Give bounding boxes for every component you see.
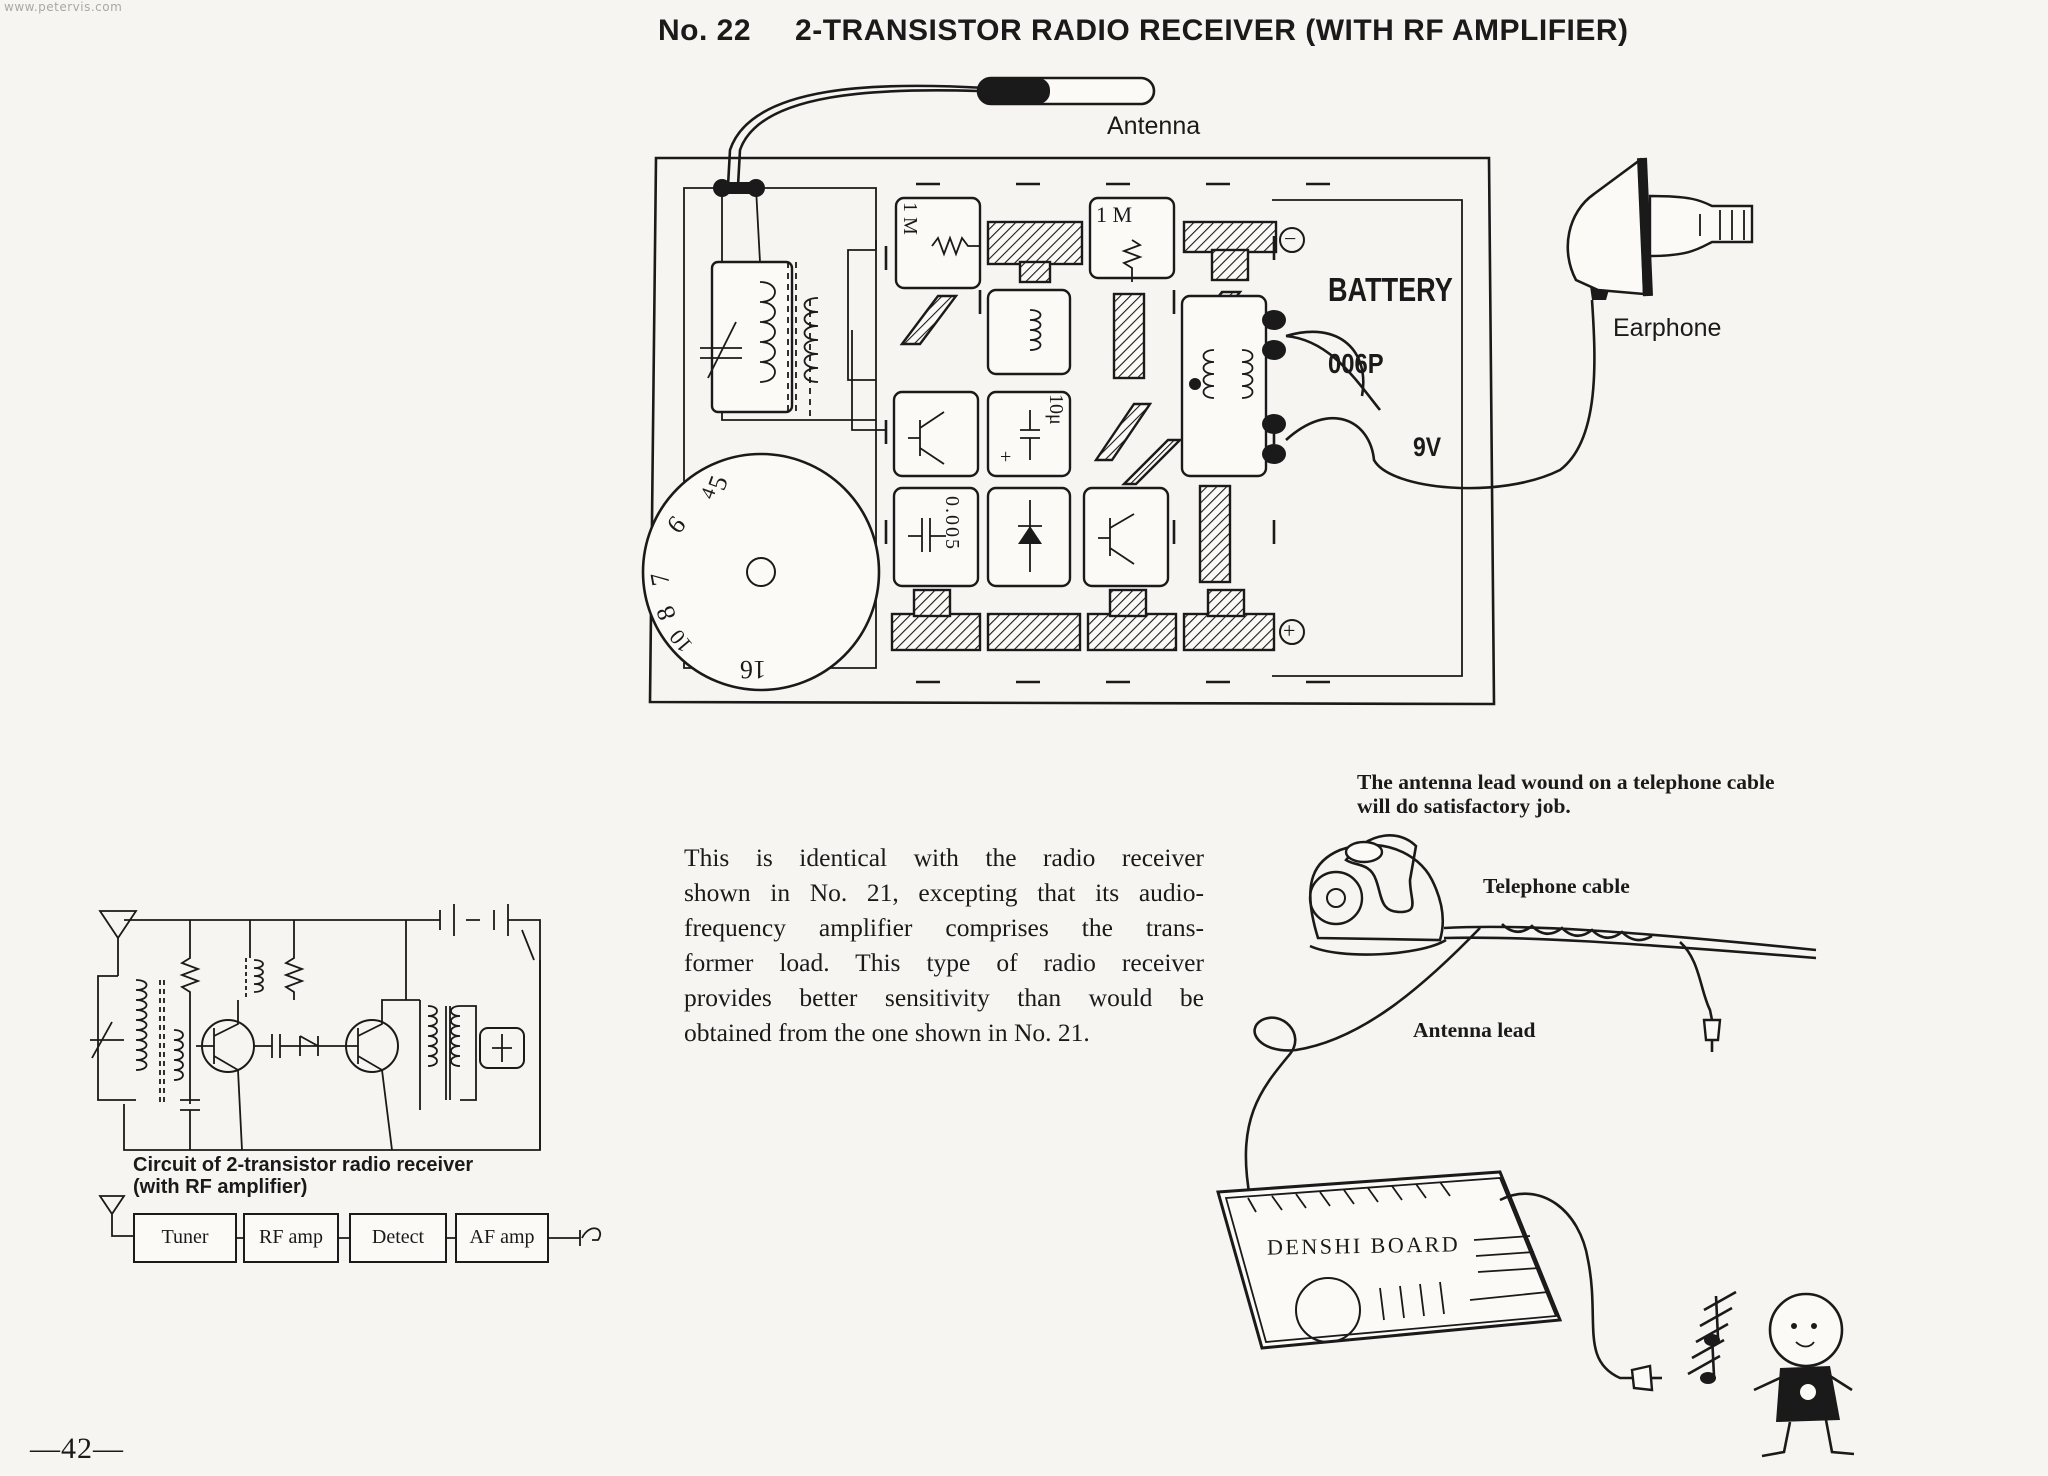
telephone-note: The antenna lead wound on a telephone ca…	[1357, 770, 1775, 818]
description-line: shown in No. 21, excepting that its audi…	[684, 878, 1204, 907]
earphone-illustration	[1566, 157, 1754, 300]
bottom-jumpers	[890, 588, 1276, 652]
capacitor-10u-value: 10μ	[1045, 394, 1067, 425]
battery-panel	[1272, 199, 1463, 677]
transformer	[1180, 294, 1268, 478]
transistor-2	[1082, 486, 1170, 588]
description-line: provides better sensitivity than would b…	[684, 983, 1204, 1012]
description-text: This is identical with the radio receive…	[684, 840, 1204, 1050]
telephone-note-line: The antenna lead wound on a telephone ca…	[1357, 770, 1775, 794]
capacitor-plus-sign: +	[1000, 446, 1012, 468]
tuning-dial	[641, 452, 881, 692]
block-detect: Detect	[371, 1226, 425, 1248]
description-line: obtained from the one shown in No. 21.	[684, 1018, 1090, 1047]
telephone-cable-label: Telephone cable	[1483, 874, 1630, 898]
battery-label: BATTERY	[1328, 271, 1453, 308]
coil-small	[986, 288, 1072, 376]
circuit-schematic	[90, 904, 601, 1263]
capacitor-0005	[892, 486, 980, 588]
cartoon-character	[1753, 1292, 1855, 1458]
denshi-board	[1216, 1170, 1563, 1350]
antenna-probe	[726, 76, 1156, 187]
secondary-coil	[803, 297, 819, 420]
music-notes	[1687, 1290, 1737, 1384]
telephone-illustration	[1216, 834, 1855, 1458]
resistor-right-value: 1 M	[1096, 202, 1133, 227]
experiment-title: 2-TRANSISTOR RADIO RECEIVER (WITH RF AMP…	[795, 14, 1629, 47]
capacitor-10u	[986, 390, 1072, 478]
block-tuner: Tuner	[161, 1226, 209, 1248]
board-outline	[648, 156, 1496, 706]
circuit-caption-line: (with RF amplifier)	[133, 1176, 308, 1198]
description-line: This is identical with the radio receive…	[684, 843, 1204, 872]
description-line: frequency amplifier comprises the trans-	[684, 913, 1204, 942]
watermark: www.petervis.com	[4, 0, 123, 14]
board-diagram	[641, 76, 1596, 706]
description-line: former load. This type of radio receiver	[684, 948, 1204, 977]
battery-plus-sign: +	[1283, 618, 1296, 643]
antenna-label: Antenna	[1107, 112, 1201, 140]
resistor-left-value: 1 M	[899, 202, 921, 235]
earphone-label: Earphone	[1613, 314, 1722, 342]
tuning-coil	[700, 260, 797, 414]
transistor-1	[892, 390, 980, 478]
battery-minus-sign: −	[1284, 226, 1297, 251]
circuit-caption-line: Circuit of 2-transistor radio receiver	[133, 1154, 474, 1176]
denshi-board-label: DENSHI BOARD	[1266, 1231, 1461, 1260]
resistor-1m-left	[894, 196, 982, 290]
block-rf-amp: RF amp	[259, 1226, 323, 1248]
dial-number: 16	[740, 655, 766, 684]
experiment-number: No. 22	[658, 14, 752, 47]
antenna-lead-label: Antenna lead	[1413, 1018, 1536, 1042]
capacitor-0005-value: 0.005	[941, 496, 963, 551]
earphone-terminals	[1262, 310, 1286, 464]
voltage-label: 9V	[1413, 432, 1442, 462]
page-number: —42—	[30, 1432, 124, 1465]
battery-type-label: 006P	[1328, 348, 1384, 379]
telephone	[1308, 834, 1447, 956]
page-title: No. 22 2-TRANSISTOR RADIO RECEIVER (WITH …	[658, 14, 1629, 48]
telephone-note-line: will do satisfactory job.	[1357, 794, 1571, 818]
block-af-amp: AF amp	[469, 1226, 535, 1248]
circuit-caption: Circuit of 2-transistor radio receiver (…	[133, 1154, 473, 1198]
